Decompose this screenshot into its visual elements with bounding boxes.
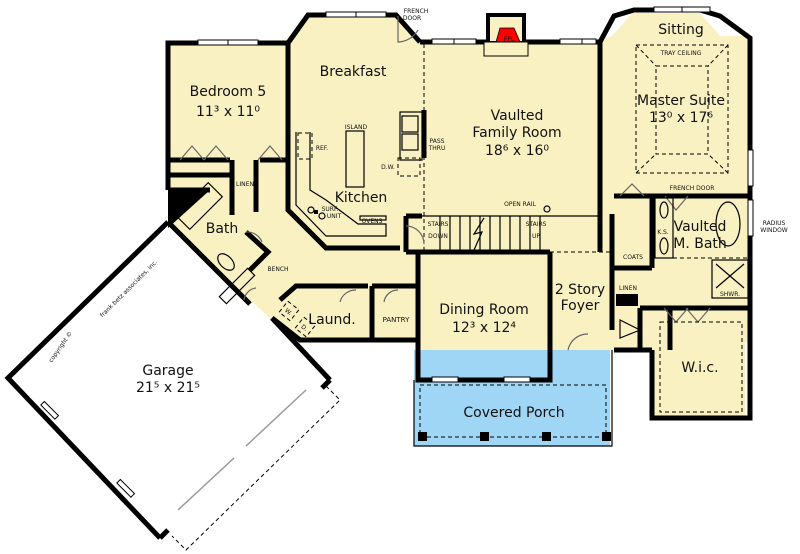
surf-unit-label-2: UNIT [327, 213, 342, 220]
windows [197, 6, 754, 383]
fixtures [40, 44, 750, 551]
family-name-1: Vaulted [491, 108, 544, 124]
bench-label: BENCH [267, 266, 288, 273]
stairs-down-label-1: STAIRS [428, 221, 449, 228]
garage-dims: 21⁵ x 21⁵ [136, 380, 200, 396]
mbath-name-1: Vaulted [674, 219, 727, 235]
wic-name: W.i.c. [681, 360, 718, 376]
washer-label: W. [283, 307, 293, 317]
bath-name: Bath [206, 221, 239, 237]
stairs-up-label-2: UP [532, 233, 540, 240]
linen-left-label: LINEN [236, 181, 254, 188]
radius-window-label-2: WINDOW [760, 227, 788, 234]
linen-chase [616, 294, 638, 306]
stair-treads [439, 205, 551, 251]
breakfast-name: Breakfast [320, 64, 387, 80]
bedroom5-name: Bedroom 5 [190, 84, 267, 100]
surf-unit-label-1: SURF. [322, 206, 339, 213]
ovens-label: OVENS [362, 218, 383, 225]
pantry-name: PANTRY [383, 316, 410, 324]
dw-label: D.W. [381, 164, 395, 171]
pass-thru-label-1: PASS [430, 138, 445, 145]
sitting-name: Sitting [658, 22, 703, 38]
family-dims: 18⁶ x 16⁰ [485, 143, 549, 159]
doors [179, 16, 711, 351]
open-rail-label: OPEN RAIL [504, 201, 536, 208]
coats-label: COATS [623, 254, 643, 261]
linen-right-label: LINEN [619, 285, 637, 292]
ref-label: REF. [316, 145, 328, 152]
fireplace-label: FPL. [504, 36, 516, 43]
covered-porch-fill [414, 350, 610, 446]
master-dims: 13⁰ x 17⁶ [649, 110, 713, 126]
family-name-2: Family Room [472, 125, 561, 141]
porch-name: Covered Porch [463, 405, 564, 421]
dryer-label: D. [299, 323, 309, 333]
french-door-label-2: DOOR [403, 15, 421, 22]
room-labels: Bedroom 5 11³ x 11⁰ Breakfast Vaulted Fa… [136, 22, 727, 421]
island-label: ISLAND [345, 124, 368, 131]
stairs-down-label-2: DOWN [428, 233, 448, 240]
laundry-name: Laund. [308, 312, 355, 328]
bedroom5-dims: 11³ x 11⁰ [196, 104, 260, 120]
ks-label: K.S. [657, 229, 669, 236]
garage-name: Garage [142, 363, 193, 379]
foyer-name-2: Foyer [561, 298, 600, 314]
fireplace: FPL. [483, 13, 529, 57]
radius-window-label-1: RADIUS [763, 220, 786, 227]
dining-name: Dining Room [439, 302, 529, 318]
dining-dims: 12³ x 12⁴ [452, 320, 516, 336]
tray-ceiling-label: TRAY CEILING [660, 50, 702, 57]
mbath-name-2: M. Bath [673, 236, 727, 252]
french-door-label-1: FRENCH [404, 8, 429, 15]
shwr-label: SHWR. [720, 291, 740, 298]
pass-thru-label-2: THRU [428, 145, 446, 152]
master-name: Master Suite [637, 93, 725, 109]
interior-walls [168, 42, 750, 350]
stairs-up-label-1: STAIRS [526, 221, 547, 228]
kitchen-name: Kitchen [335, 190, 388, 206]
french-door-master-label: FRENCH DOOR [670, 185, 715, 192]
foyer-name-1: 2 Story [555, 282, 605, 298]
